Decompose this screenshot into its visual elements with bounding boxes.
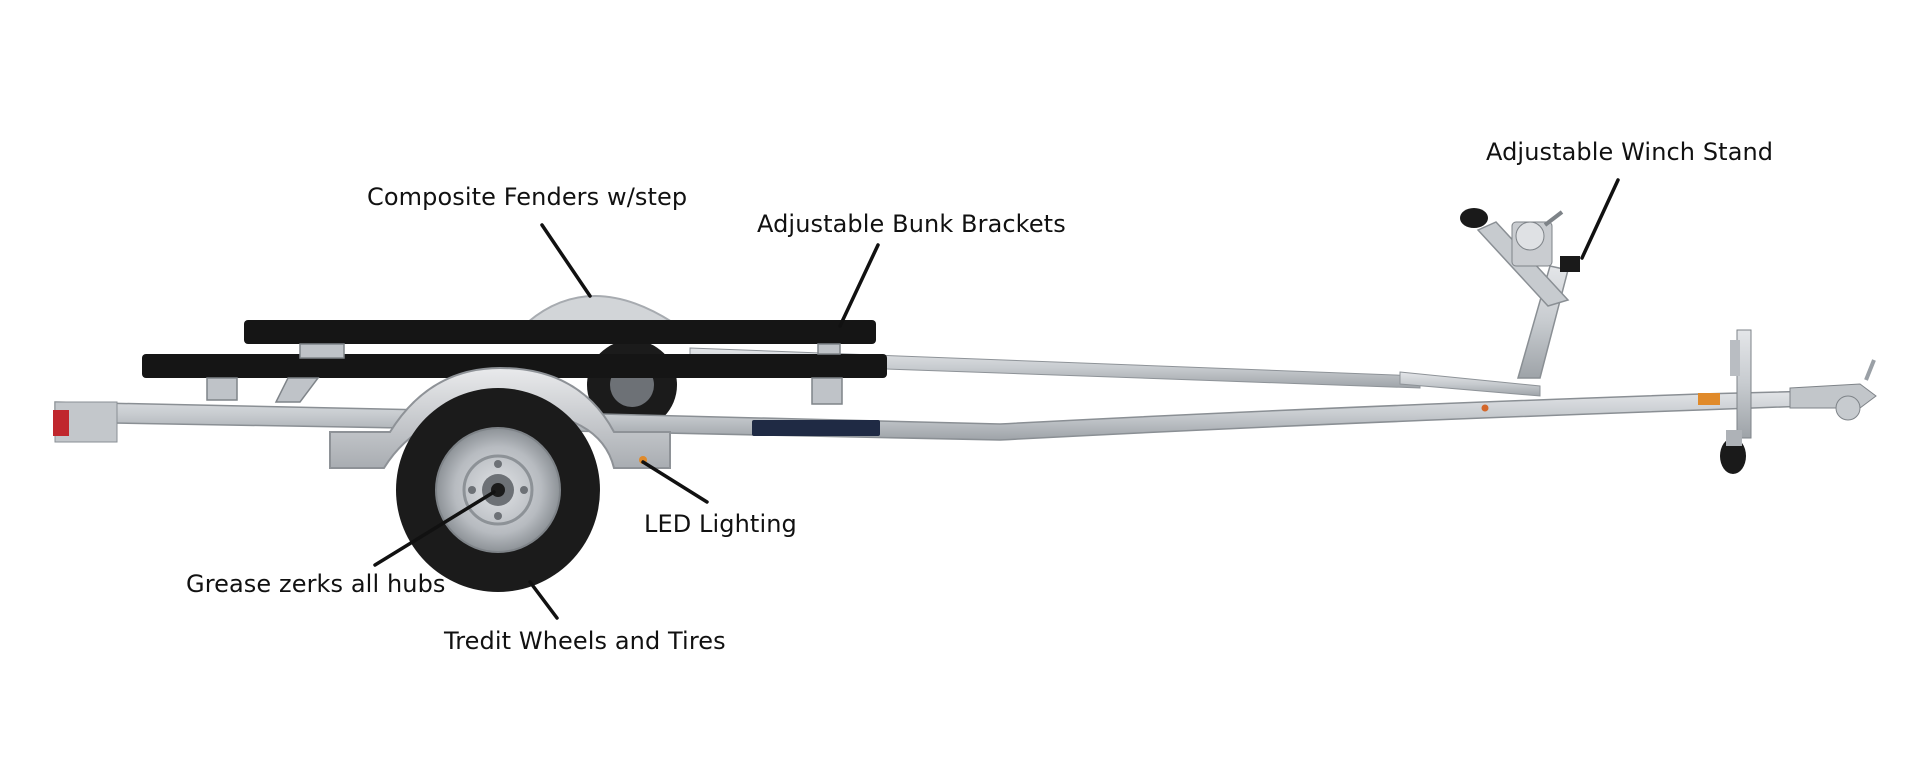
lower-bunk-board: [142, 354, 887, 378]
leader-grease: [373, 490, 496, 567]
callout-winch-stand: Adjustable Winch Stand: [1486, 138, 1774, 166]
winch-stand-graphic: [1460, 208, 1580, 379]
callout-lines: [373, 178, 1620, 620]
tongue-jack-graphic: [1720, 329, 1752, 474]
callout-wheels-tires: Tredit Wheels and Tires: [444, 627, 726, 655]
near-wheel: [396, 388, 600, 592]
tail-light: [53, 410, 69, 436]
callout-led-lighting: LED Lighting: [644, 510, 797, 538]
leader-bunk: [838, 243, 880, 328]
callout-bunk-brackets: Adjustable Bunk Brackets: [757, 210, 1066, 238]
coupler-graphic: [1789, 359, 1877, 421]
far-fender: [525, 295, 676, 323]
diagonal-brace: [1399, 371, 1541, 397]
bunk-bracket-group: [206, 343, 843, 405]
leader-tires: [528, 580, 559, 620]
leader-led: [641, 460, 709, 504]
leader-fenders: [540, 223, 592, 298]
logo-plate: [752, 420, 880, 436]
front-marker-light: [1698, 393, 1720, 405]
upper-bunk-board: [244, 320, 876, 344]
callout-composite-fenders: Composite Fenders w/step: [367, 183, 688, 211]
main-frame-rail: [54, 389, 1861, 441]
leader-winch: [1580, 178, 1620, 260]
callout-grease-zerks: Grease zerks all hubs: [186, 570, 446, 598]
